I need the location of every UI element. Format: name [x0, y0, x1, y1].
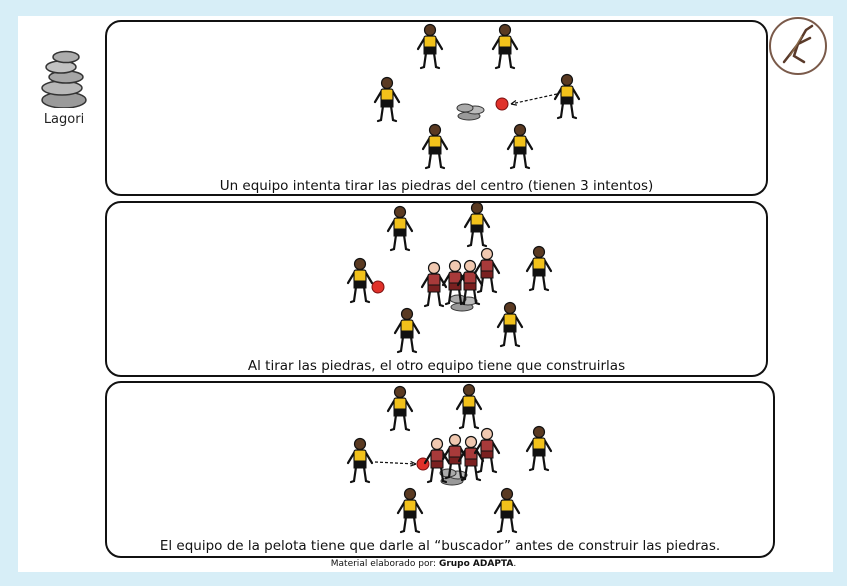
lagori-logo: Lagori [34, 46, 94, 134]
yellow-player [396, 487, 424, 534]
panel-caption: Un equipo intenta tirar las piedras del … [219, 178, 654, 194]
red-player [473, 247, 501, 294]
yellow-player [421, 123, 449, 170]
game-title: Lagori [43, 112, 85, 127]
yellow-player [393, 307, 421, 354]
yellow-player [386, 205, 414, 252]
yellow-player [493, 487, 521, 534]
yellow-player [346, 437, 374, 484]
stone-pile [449, 294, 478, 312]
stacked-stones-icon [41, 50, 87, 109]
yellow-player [553, 73, 581, 120]
yellow-player [496, 301, 524, 348]
stone-pile [439, 468, 468, 486]
credits-author: Grupo ADAPTA [438, 559, 514, 569]
red-player [457, 435, 485, 482]
credits-suffix: . [513, 559, 517, 569]
credits-prefix: Material elaborado por: [330, 559, 437, 569]
scene-2 [346, 203, 553, 354]
yellow-player [386, 385, 414, 432]
panel-caption: Al tirar las piedras, el otro equipo tie… [247, 358, 626, 374]
step-panel-2: Al tirar las piedras, el otro equipo tie… [105, 201, 768, 377]
throw-arrow [374, 461, 417, 465]
yellow-player [525, 425, 553, 472]
running-figure-emblem-icon [768, 16, 828, 76]
scene-3 [346, 383, 553, 534]
throw-arrow [510, 93, 558, 105]
yellow-player [416, 23, 444, 70]
yellow-player [455, 383, 483, 430]
ball [371, 280, 385, 294]
credits: Material elaborado por: Grupo ADAPTA. [0, 559, 847, 569]
red-player [441, 259, 469, 306]
step-panel-1: Un equipo intenta tirar las piedras del … [105, 20, 768, 196]
red-player [423, 437, 451, 484]
ball [495, 97, 509, 111]
yellow-player [373, 76, 401, 123]
step-panel-3: El equipo de la pelota tiene que darle a… [105, 381, 775, 558]
yellow-player [525, 245, 553, 292]
red-player [473, 427, 501, 474]
yellow-player [491, 23, 519, 70]
yellow-player [463, 203, 491, 248]
stone-pile [456, 103, 485, 121]
yellow-player [346, 257, 374, 304]
scene-1 [373, 23, 581, 170]
panel-caption: El equipo de la pelota tiene que darle a… [159, 538, 721, 554]
red-player [420, 261, 448, 308]
yellow-player [506, 123, 534, 170]
